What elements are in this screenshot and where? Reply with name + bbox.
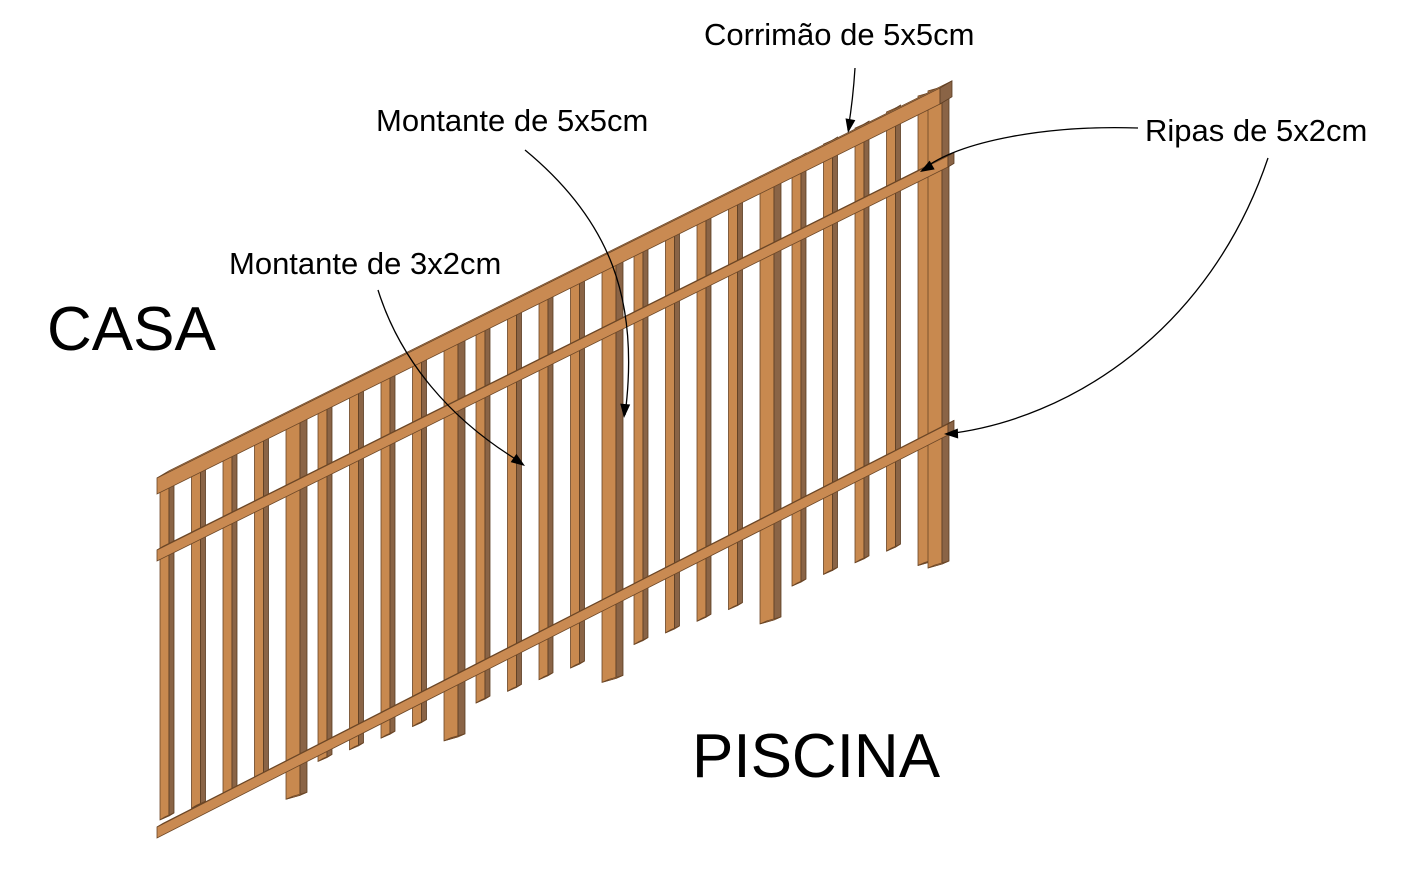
post-3x2 xyxy=(854,120,870,564)
post-3x2 xyxy=(159,473,175,821)
fence-posts xyxy=(159,83,950,821)
slat-lower xyxy=(156,419,955,839)
post-5x5 xyxy=(927,83,950,569)
leader-handrail xyxy=(845,67,856,133)
side-label-pool: PISCINA xyxy=(692,722,941,791)
leader-post-large xyxy=(524,149,631,418)
handrail xyxy=(156,80,953,495)
post-3x2 xyxy=(412,345,427,728)
post-3x2 xyxy=(570,265,585,669)
post-3x2 xyxy=(633,232,649,646)
side-label-house: CASA xyxy=(47,295,216,364)
label-slats: Ripas de 5x2cm xyxy=(1145,113,1367,148)
post-3x2 xyxy=(728,184,743,611)
label-post-small: Montante de 3x2cm xyxy=(229,246,501,281)
post-5x5 xyxy=(443,329,466,742)
post-5x5 xyxy=(285,409,308,800)
leader-lines xyxy=(377,67,1269,466)
post-5x5 xyxy=(759,168,782,625)
post-3x2 xyxy=(380,361,396,739)
post-3x2 xyxy=(349,377,364,751)
post-3x2 xyxy=(696,200,712,622)
post-3x2 xyxy=(191,457,206,809)
post-3x2 xyxy=(317,393,333,763)
post-3x2 xyxy=(254,425,269,786)
label-handrail: Corrimão de 5x5cm xyxy=(704,17,974,52)
post-3x2 xyxy=(823,136,838,576)
fence-rails xyxy=(156,80,955,839)
post-3x2 xyxy=(665,216,680,634)
leader-slat-lower xyxy=(944,157,1269,439)
post-3x2 xyxy=(475,313,491,704)
post-3x2 xyxy=(791,152,807,587)
post-3x2 xyxy=(886,104,901,552)
post-3x2 xyxy=(538,281,554,681)
post-3x2 xyxy=(222,441,238,798)
post-5x5 xyxy=(601,249,624,683)
leader-post-small xyxy=(377,289,525,466)
leader-slat-upper xyxy=(920,126,1139,172)
label-post-large: Montante de 5x5cm xyxy=(376,103,648,138)
post-3x2 xyxy=(507,297,522,692)
